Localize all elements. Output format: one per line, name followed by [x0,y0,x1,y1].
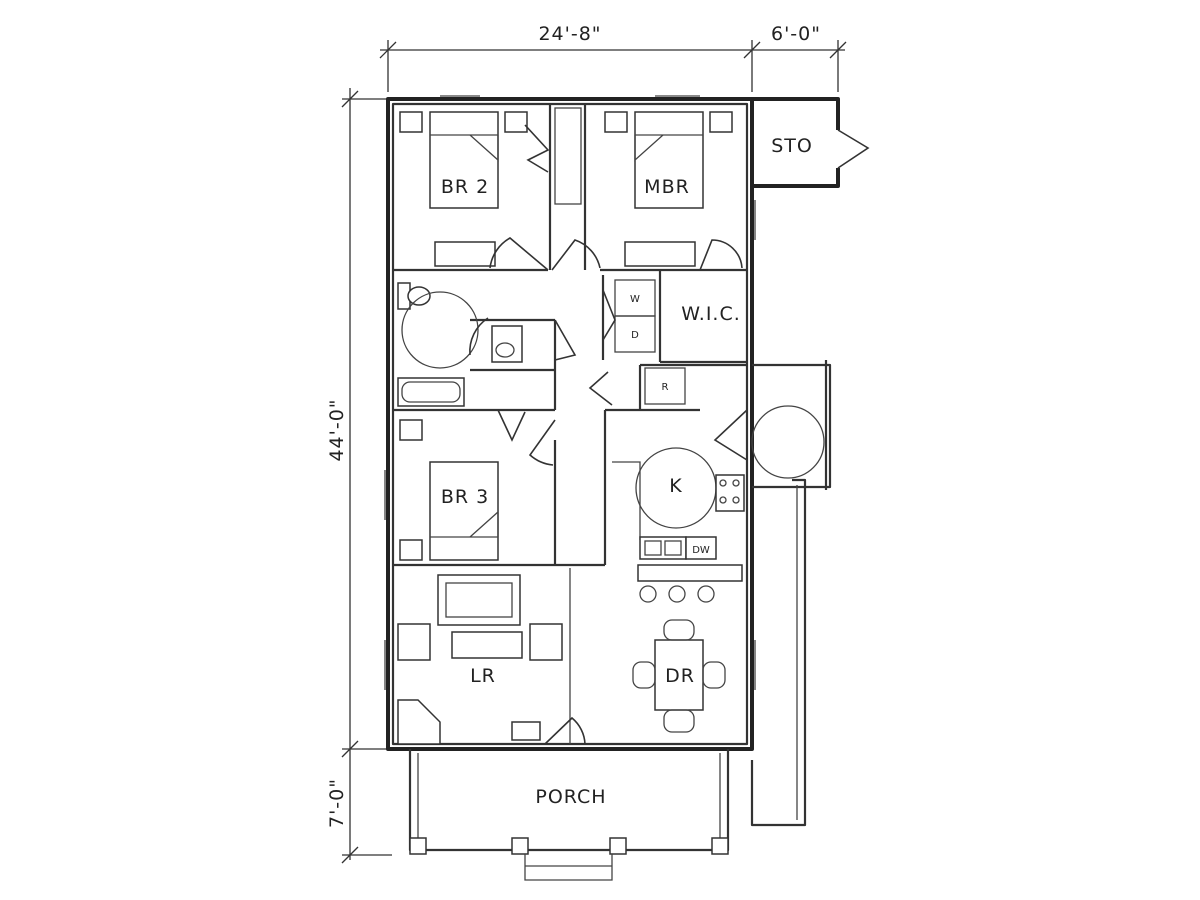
room-label-lr: LR [470,665,496,687]
dimension-depth-house: 44'-0" [326,398,348,461]
dimension-width-main: 24'-8" [538,23,601,45]
dimension-depth-porch: 7'-0" [326,778,348,828]
room-label-wic: W.I.C. [681,303,741,325]
fixture-label-refrigerator: R [662,382,669,393]
dimension-width-storage: 6'-0" [771,23,821,45]
room-label-br2: BR 2 [441,176,489,198]
room-label-kitchen: K [669,475,682,497]
door-swings [469,124,870,745]
porch [408,749,730,881]
room-label-mbr: MBR [644,176,690,198]
interior-walls [393,104,747,744]
room-label-porch: PORCH [535,786,606,808]
furniture [397,111,825,745]
fixture-label-dishwasher: DW [692,545,710,556]
fixture-label-dryer: D [631,330,639,341]
dimension-lines [341,40,847,864]
fixture-label-washer: W [630,294,640,305]
room-label-sto: STO [771,135,813,157]
room-label-br3: BR 3 [441,486,489,508]
room-label-dr: DR [665,665,695,687]
